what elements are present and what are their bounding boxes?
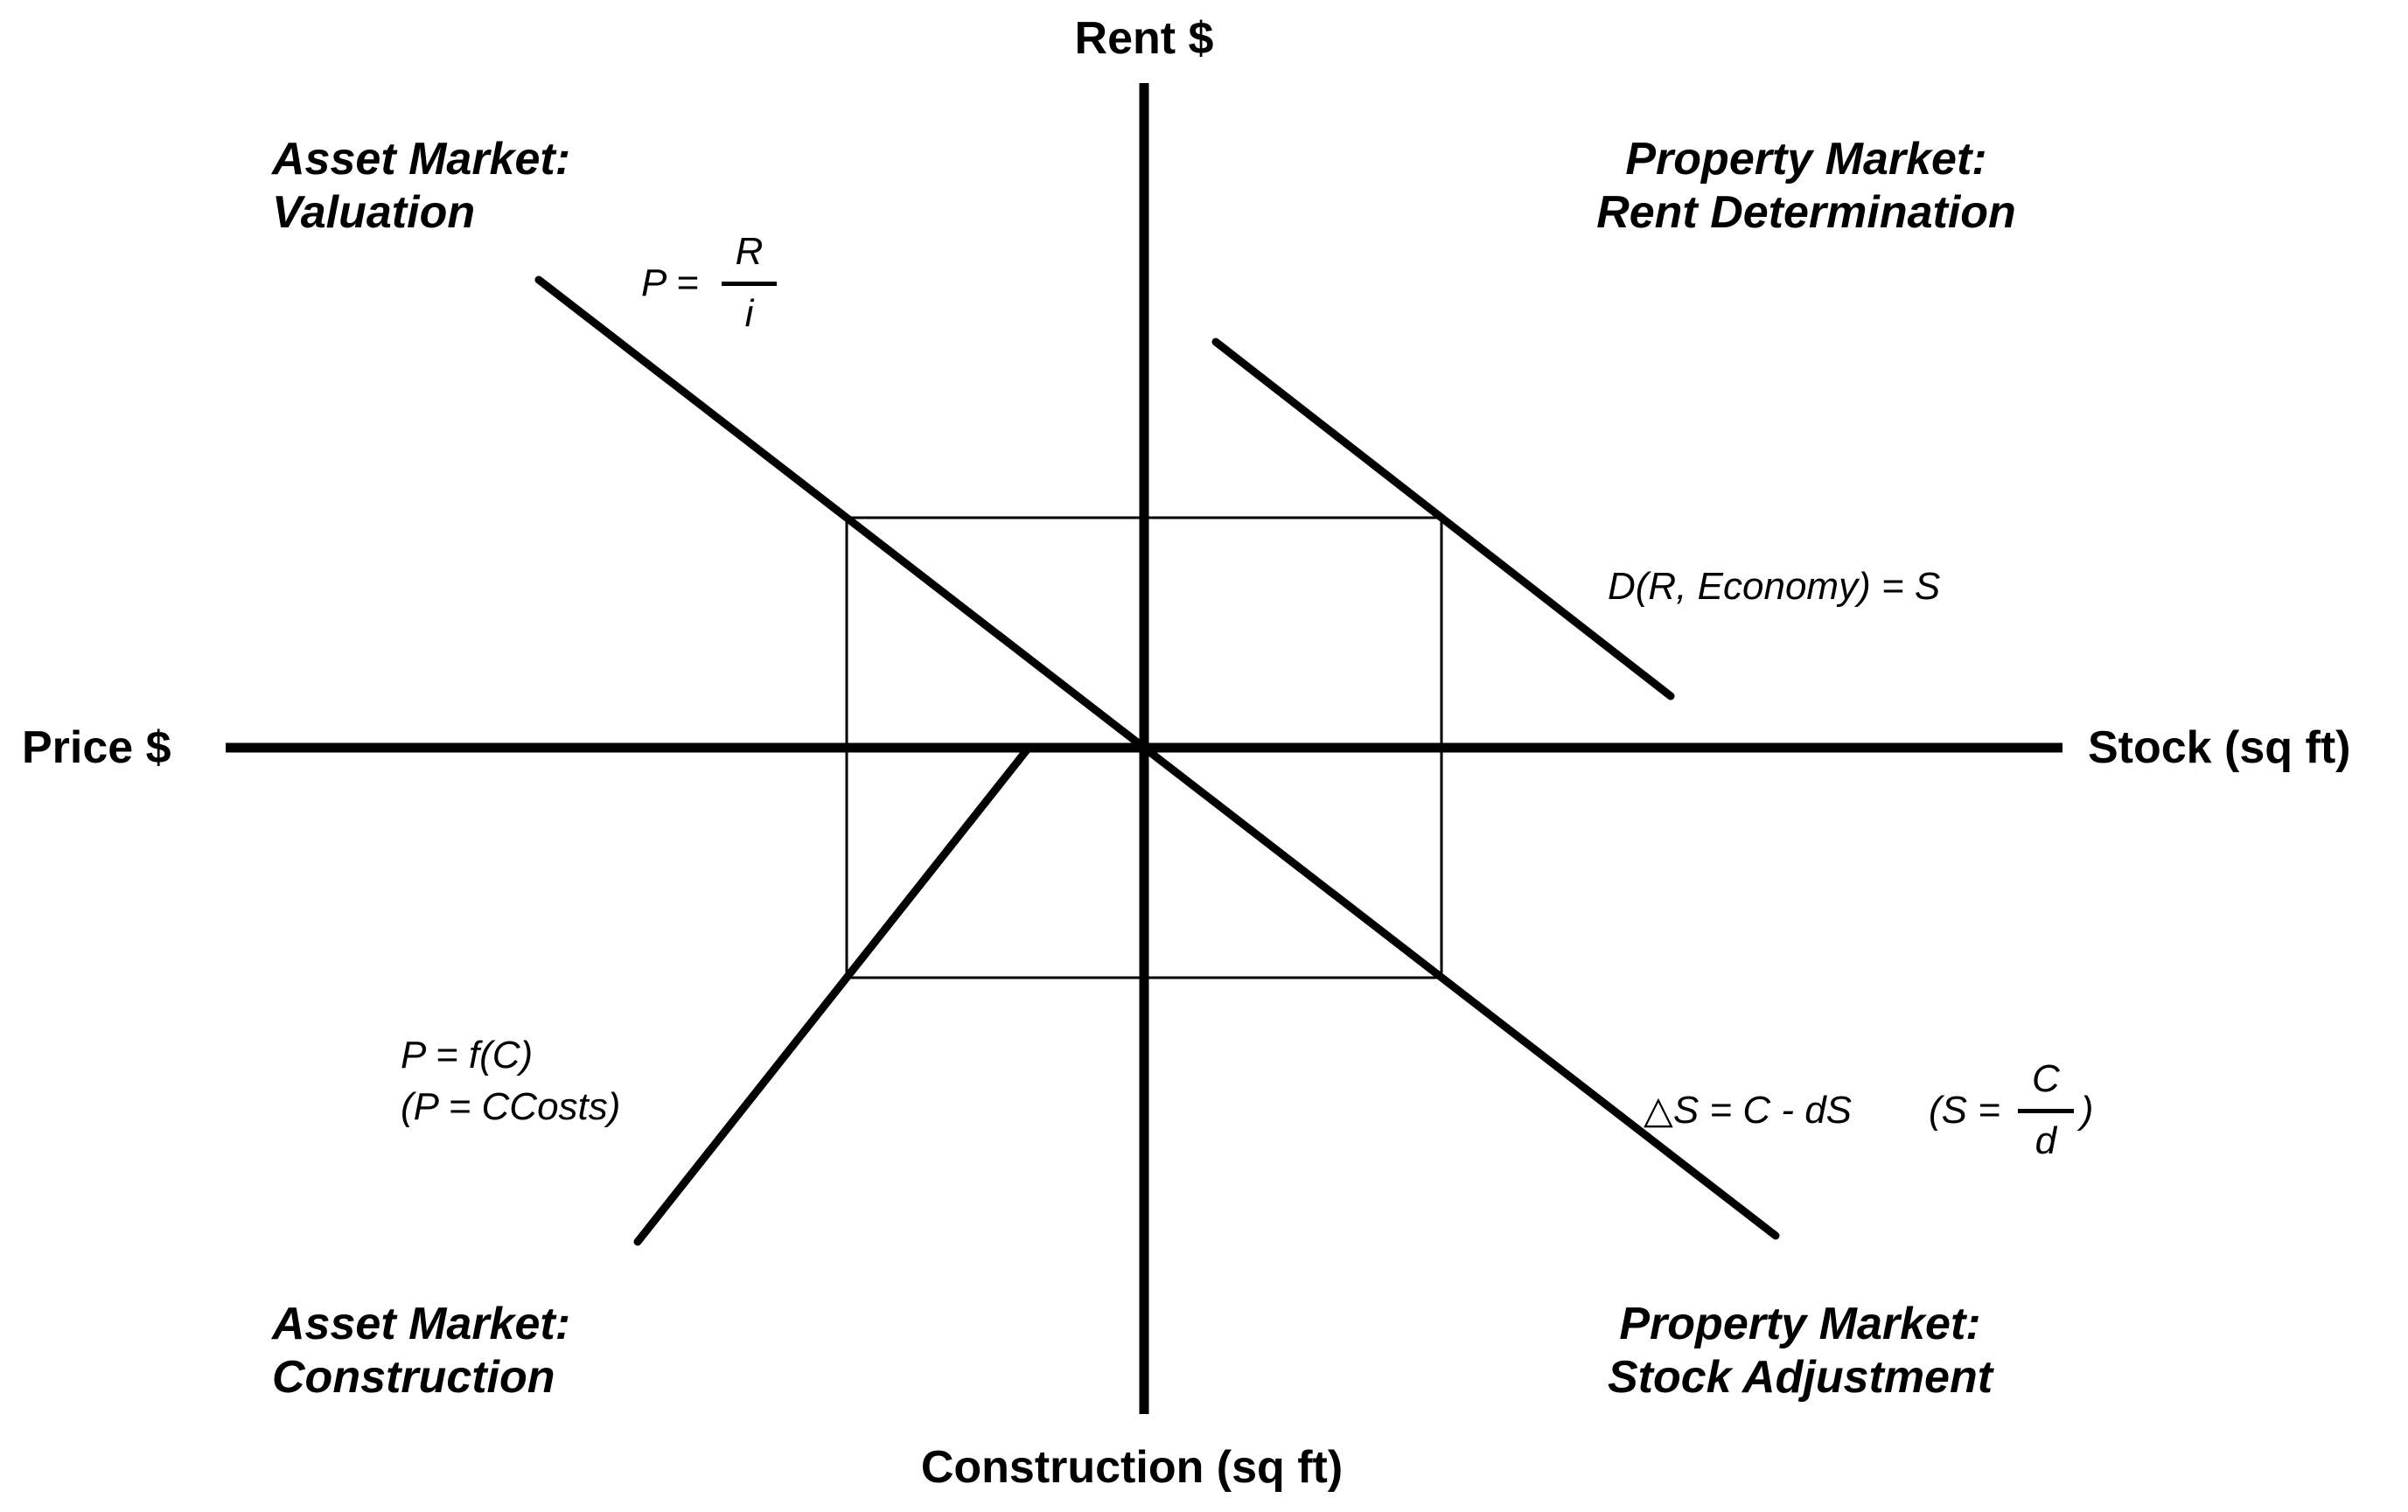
asset-market-valuation-line1: Asset Market: bbox=[272, 134, 571, 185]
construction-cost-equation-line1: P = f(C) bbox=[401, 1034, 534, 1077]
asset-market-construction-line1: Asset Market: bbox=[272, 1299, 571, 1349]
property-market-stock-adjustment-label: Property Market: Stock Adjustment bbox=[1538, 1298, 2063, 1404]
asset-market-valuation-line2: Valuation bbox=[272, 187, 476, 238]
valuation-equation-lhs: P = bbox=[641, 261, 699, 304]
property-market-stock-adjustment-line2: Stock Adjustment bbox=[1607, 1352, 1993, 1403]
stock-adjustment-equation-numerator: C bbox=[2017, 1056, 2074, 1113]
property-market-rent-determination-label: Property Market: Rent Determination bbox=[1544, 133, 2069, 240]
asset-market-construction-label: Asset Market: Construction bbox=[272, 1298, 570, 1404]
stock-adjustment-equation-lhs: △S = C - dS bbox=[1644, 1088, 1853, 1132]
valuation-equation-numerator: R bbox=[721, 229, 778, 286]
property-market-rent-determination-line1: Property Market: bbox=[1625, 134, 1987, 185]
valuation-equation-denominator: i bbox=[744, 292, 754, 335]
stock-axis-label: Stock (sq ft) bbox=[2088, 722, 2351, 773]
asset-market-valuation-label: Asset Market: Valuation bbox=[272, 133, 570, 240]
stock-adjustment-equation-paren-close: ) bbox=[2080, 1088, 2094, 1132]
rent-axis-label: Rent $ bbox=[1074, 13, 1214, 64]
valuation-stock-adjustment-line bbox=[534, 275, 1780, 1240]
demand-line bbox=[1211, 338, 1675, 700]
asset-market-construction-line2: Construction bbox=[272, 1352, 555, 1403]
construction-supply-line bbox=[633, 743, 1033, 1246]
valuation-equation: P = R i bbox=[641, 229, 778, 337]
stock-adjustment-equation: △S = C - dS (S = C d ) bbox=[1644, 1056, 2093, 1164]
rent-determination-equation: D(R, Economy) = S bbox=[1608, 565, 1941, 608]
construction-cost-equation: P = f(C) (P = CCosts) bbox=[401, 1029, 620, 1132]
stock-adjustment-equation-paren-open: (S = bbox=[1929, 1088, 2000, 1132]
valuation-equation-fraction: R i bbox=[721, 229, 778, 337]
property-market-stock-adjustment-line1: Property Market: bbox=[1619, 1299, 1981, 1349]
stock-adjustment-equation-fraction: C d bbox=[2017, 1056, 2074, 1164]
stock-adjustment-equation-denominator: d bbox=[2035, 1119, 2057, 1162]
construction-axis-label: Construction (sq ft) bbox=[920, 1442, 1344, 1493]
construction-cost-equation-line2: (P = CCosts) bbox=[401, 1085, 621, 1128]
price-axis-label: Price $ bbox=[22, 722, 171, 773]
property-market-rent-determination-line2: Rent Determination bbox=[1596, 187, 2016, 238]
